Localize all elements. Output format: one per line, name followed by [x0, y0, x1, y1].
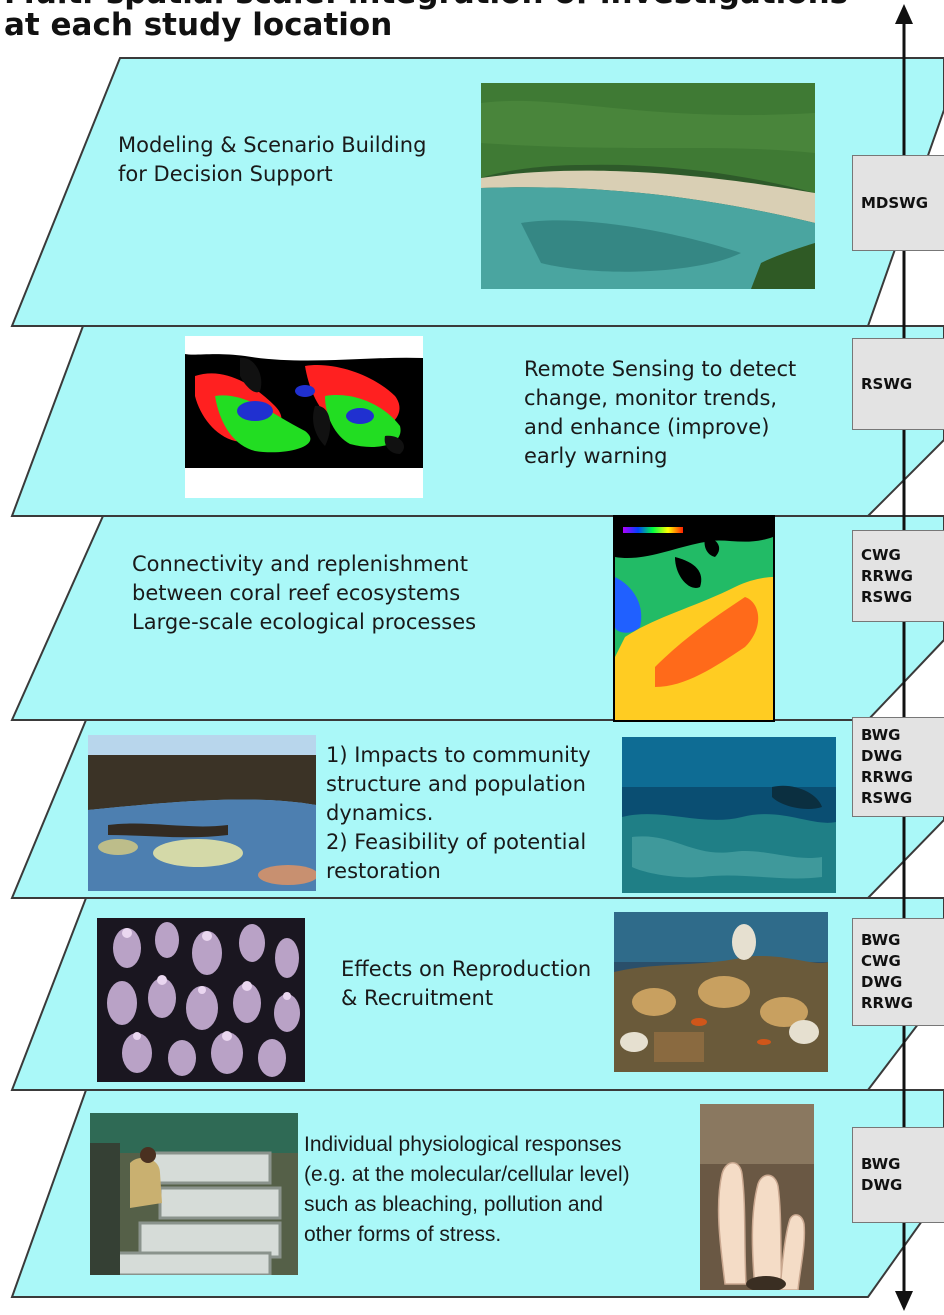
level-2-group-box: RSWG [852, 338, 944, 430]
world-sst-map [185, 336, 423, 498]
axis-up-arrow [895, 4, 913, 24]
title-line-2: at each study location [4, 7, 393, 43]
group-code: BWG [861, 931, 901, 949]
group-code: RSWG [861, 587, 913, 606]
group-code: RRWG [861, 566, 913, 585]
group-code: RRWG [861, 994, 913, 1012]
group-code: DWG [861, 747, 903, 765]
level-1-group-box: MDSWG [852, 155, 944, 251]
level-4-label: 1) Impacts to community structure and po… [326, 743, 591, 883]
gulf-stream-sst-map [613, 515, 775, 722]
axis-down-arrow [895, 1291, 913, 1311]
group-code: CWG [861, 952, 901, 970]
group-code: RRWG [861, 768, 913, 786]
level-3-label: Connectivity and replenishment between c… [132, 552, 477, 634]
group-code: CWG [861, 545, 901, 564]
level-5-label: Effects on Reproduction & Recruitment [341, 957, 592, 1010]
level-3-group-box: CWG RRWG RSWG [852, 530, 944, 622]
group-code: RSWG [861, 789, 913, 807]
plane-level-2 [10, 325, 944, 517]
group-code: BWG [861, 726, 901, 744]
level-6-group-box: BWG DWG [852, 1127, 944, 1223]
coral-polyps-photo [97, 918, 305, 1082]
group-code: BWG [861, 1155, 901, 1173]
group-code: MDSWG [861, 193, 929, 212]
level-5-group-box: BWG CWG DWG RRWG [852, 918, 944, 1026]
reef-flat-photo [88, 735, 316, 891]
underwater-reef-photo [622, 737, 836, 893]
group-code: DWG [861, 1176, 903, 1194]
group-code: DWG [861, 973, 903, 991]
group-code: RSWG [861, 374, 913, 393]
title-line-1: Multi-spatial scale: integration of inve… [4, 0, 848, 9]
level-6-label: Individual physiological responses (e.g.… [304, 1133, 630, 1246]
level-1-label: Modeling & Scenario Building for Decisio… [118, 133, 427, 186]
coral-branch-photo [700, 1104, 814, 1290]
level-4-group-box: BWG DWG RRWG RSWG [852, 717, 944, 817]
lab-tanks-photo [90, 1113, 298, 1275]
beach-bay-photo [481, 83, 815, 289]
fish-reef-photo [614, 912, 828, 1072]
level-2-label: Remote Sensing to detect change, monitor… [524, 357, 797, 468]
